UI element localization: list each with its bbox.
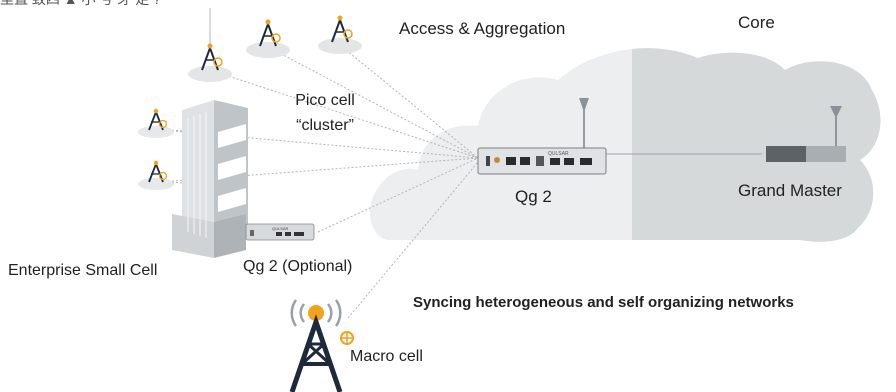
top-caption: 里直 致四 ▲ 小 兮 牙 足 ? <box>0 0 161 8</box>
core-label: Core <box>738 13 775 32</box>
grand-master-device-icon <box>766 106 846 162</box>
qg2-optional-device-icon: QULSAR <box>245 223 315 241</box>
grand-master-label: Grand Master <box>738 181 842 200</box>
access-aggregation-label: Access & Aggregation <box>399 19 566 38</box>
macro-cell-tower-icon <box>289 299 354 392</box>
pico-cell-icon <box>138 108 174 138</box>
pico-cluster-label: “cluster” <box>296 117 354 134</box>
building-icon <box>172 100 248 258</box>
pico-cell-icon <box>138 160 174 190</box>
network-cloud <box>369 48 881 242</box>
svg-text:QULSAR: QULSAR <box>272 226 289 231</box>
macro-cell-label: Macro cell <box>350 348 423 365</box>
pico-cell-label: Pico cell <box>295 92 355 109</box>
qg2-device-icon: QULSAR <box>477 98 607 175</box>
qg2-optional-label: Qg 2 (Optional) <box>243 258 353 275</box>
pico-cell-icon <box>246 19 290 58</box>
enterprise-small-cell-label: Enterprise Small Cell <box>8 262 158 279</box>
svg-text:QULSAR: QULSAR <box>548 151 569 157</box>
syncing-caption: Syncing heterogeneous and self organizin… <box>413 294 794 311</box>
qg2-label: Qg 2 <box>515 187 552 206</box>
pico-cell-icon <box>318 15 362 54</box>
pico-cell-icon <box>188 0 232 82</box>
